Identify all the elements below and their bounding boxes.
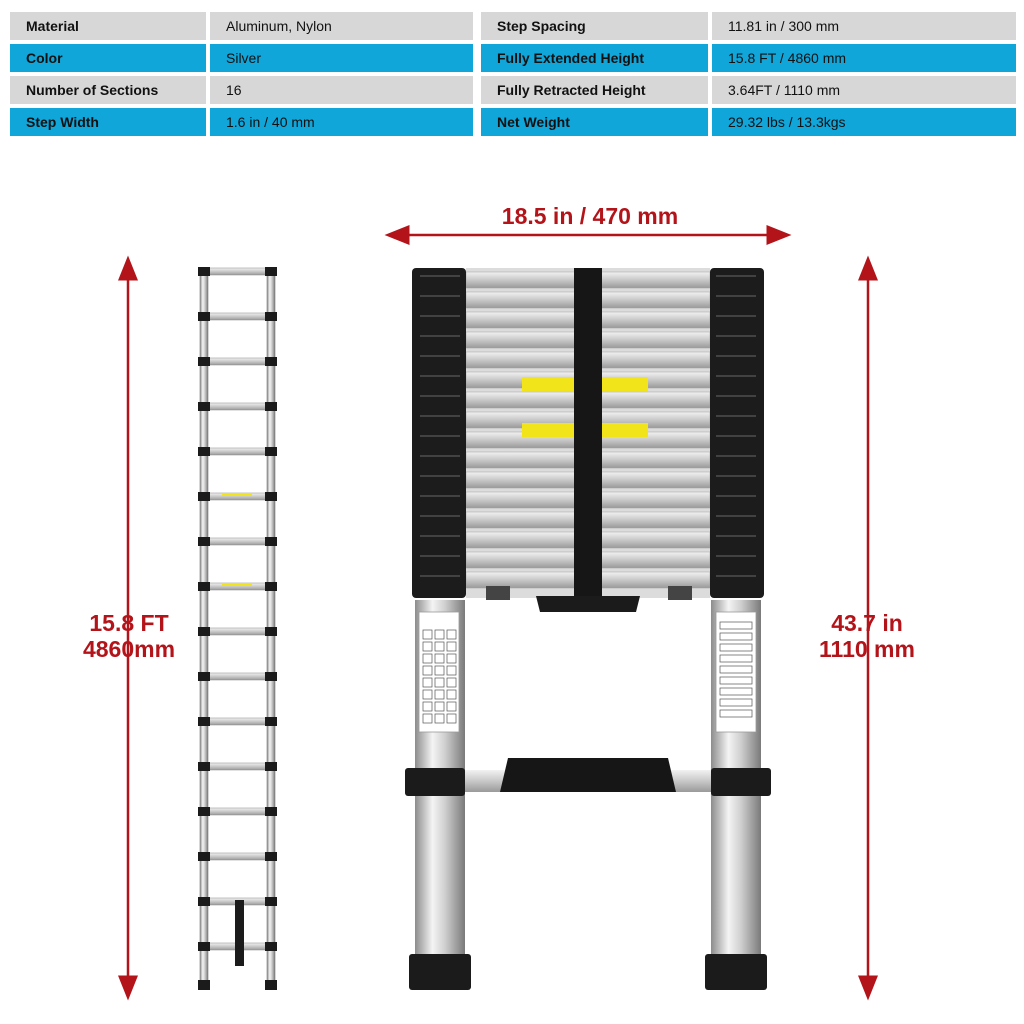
- spec-value: Silver: [210, 44, 473, 72]
- spec-row: Step Spacing 11.81 in / 300 mm: [481, 12, 1016, 40]
- spec-label: Fully Retracted Height: [481, 76, 708, 104]
- spec-label: Step Spacing: [481, 12, 708, 40]
- spec-label: Fully Extended Height: [481, 44, 708, 72]
- spec-label: Material: [10, 12, 206, 40]
- spec-row: Number of Sections 16: [10, 76, 473, 104]
- extended-ladder: [198, 267, 277, 990]
- spec-row: Step Width 1.6 in / 40 mm: [10, 108, 473, 136]
- spec-row: Material Aluminum, Nylon: [10, 12, 473, 40]
- spec-row: Net Weight 29.32 lbs / 13.3kgs: [481, 108, 1016, 136]
- retracted-height-line1: 43.7 in: [831, 610, 903, 636]
- spec-table-left: Material Aluminum, Nylon Color Silver Nu…: [10, 12, 473, 136]
- spec-label: Net Weight: [481, 108, 708, 136]
- spec-table-right: Step Spacing 11.81 in / 300 mm Fully Ext…: [481, 12, 1016, 136]
- retracted-height-line2: 1110 mm: [819, 636, 915, 662]
- spec-label: Number of Sections: [10, 76, 206, 104]
- spec-value: 16: [210, 76, 473, 104]
- width-dimension-label: 18.5 in / 470 mm: [501, 203, 679, 229]
- retracted-height-label: 43.7 in 1110 mm: [812, 610, 922, 662]
- spec-value: 3.64FT / 1110 mm: [712, 76, 1016, 104]
- spec-row: Fully Retracted Height 3.64FT / 1110 mm: [481, 76, 1016, 104]
- spec-row: Color Silver: [10, 44, 473, 72]
- spec-value: 29.32 lbs / 13.3kgs: [712, 108, 1016, 136]
- extended-height-line2: 4860mm: [82, 636, 176, 662]
- spec-value: 11.81 in / 300 mm: [712, 12, 1016, 40]
- extended-height-label: 15.8 FT 4860mm: [64, 610, 194, 662]
- spec-value: 15.8 FT / 4860 mm: [712, 44, 1016, 72]
- spec-label: Color: [10, 44, 206, 72]
- spec-value: 1.6 in / 40 mm: [210, 108, 473, 136]
- collapsed-ladder: [405, 268, 771, 990]
- extended-height-line1: 15.8 FT: [89, 610, 169, 636]
- spec-label: Step Width: [10, 108, 206, 136]
- spec-value: Aluminum, Nylon: [210, 12, 473, 40]
- spec-row: Fully Extended Height 15.8 FT / 4860 mm: [481, 44, 1016, 72]
